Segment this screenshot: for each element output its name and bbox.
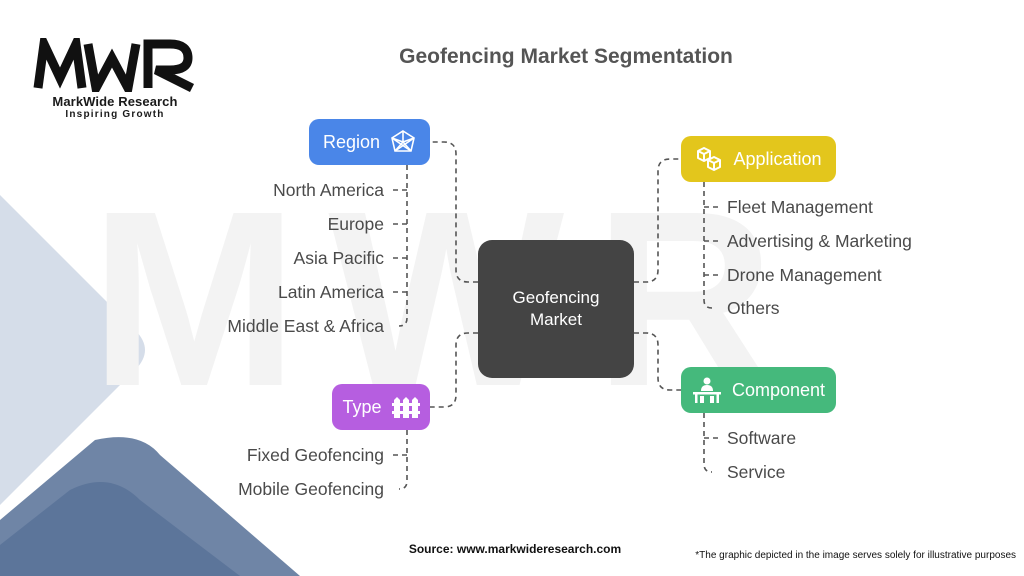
branch-type-label: Type xyxy=(342,396,382,417)
connector-line xyxy=(703,413,713,473)
boxes-icon xyxy=(697,147,722,171)
network-globe-icon xyxy=(391,130,415,152)
region-item: Latin America xyxy=(277,282,384,302)
svg-text:MWR: MWR xyxy=(90,159,805,438)
connector-line xyxy=(703,182,713,309)
application-item: Drone Management xyxy=(727,265,882,285)
application-item: Fleet Management xyxy=(727,197,873,217)
region-item: Middle East & Africa xyxy=(227,316,384,336)
disclaimer-note: *The graphic depicted in the image serve… xyxy=(695,550,1016,561)
fence-icon xyxy=(391,397,420,418)
component-item: Service xyxy=(727,462,786,482)
branch-component: Component xyxy=(681,367,836,413)
branch-type: Type xyxy=(332,384,430,430)
connector-line xyxy=(634,332,681,391)
region-item: Asia Pacific xyxy=(293,248,384,268)
branch-application: Application xyxy=(681,136,836,182)
type-item: Mobile Geofencing xyxy=(238,479,384,499)
brand-name: MarkWide Research xyxy=(52,94,178,109)
type-item: Fixed Geofencing xyxy=(246,445,384,465)
region-item: North America xyxy=(273,180,384,200)
mwr-logo-icon xyxy=(33,38,195,92)
connector-line xyxy=(398,430,408,490)
connector-line xyxy=(430,332,478,408)
connector-line xyxy=(398,165,408,327)
branch-region: Region xyxy=(309,119,430,165)
branch-application-label: Application xyxy=(733,148,822,169)
diagram-title: Geofencing Market Segmentation xyxy=(399,45,733,68)
people-workstation-icon xyxy=(692,377,721,403)
center-label: Geofencing Market xyxy=(512,288,600,329)
source-caption: Source: www.markwideresearch.com xyxy=(408,542,622,556)
center-node: Geofencing Market xyxy=(478,240,634,378)
application-item: Advertising & Marketing xyxy=(727,231,912,251)
connector-line xyxy=(430,141,478,283)
connector-line xyxy=(634,158,681,283)
region-item: Europe xyxy=(327,214,384,234)
brand-logo: MarkWide Research Inspiring Growth xyxy=(30,38,200,120)
component-item: Software xyxy=(727,428,797,448)
branch-region-label: Region xyxy=(322,131,381,152)
branch-component-label: Component xyxy=(731,379,826,400)
application-item: Others xyxy=(727,298,780,318)
brand-tagline: Inspiring Growth xyxy=(65,109,165,120)
